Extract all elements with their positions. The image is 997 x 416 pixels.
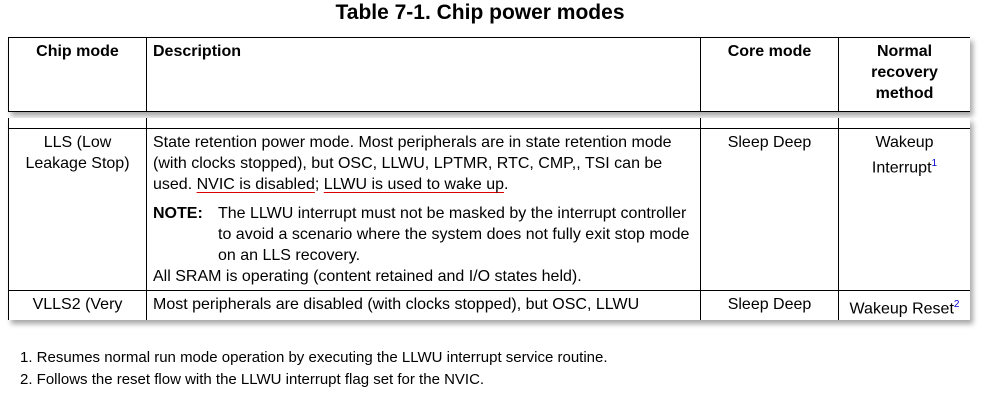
table-row-vlls2: VLLS2 (Very Most peripherals are disable… bbox=[8, 289, 970, 320]
footnote-2: 2. Follows the reset flow with the LLWU … bbox=[20, 371, 485, 388]
header-recovery-method: Normal recovery method bbox=[838, 37, 970, 112]
description-cell: State retention power mode. Most periphe… bbox=[146, 128, 701, 291]
footnote-ref-2[interactable]: 2 bbox=[953, 299, 960, 310]
header-description: Description bbox=[146, 37, 701, 112]
sram-text: All SRAM is operating (content retained … bbox=[153, 268, 582, 285]
chip-mode-cell: LLS (Low Leakage Stop) bbox=[8, 128, 147, 291]
core-mode-cell: Sleep Deep bbox=[700, 289, 839, 320]
table-row-lls: LLS (Low Leakage Stop) State retention p… bbox=[8, 128, 970, 291]
header-chip-mode: Chip mode bbox=[8, 37, 147, 112]
note: NOTE: The LLWU interrupt must not be mask… bbox=[153, 203, 694, 266]
period: . bbox=[504, 176, 509, 193]
nvic-disabled-highlight: NVIC is disabled bbox=[196, 176, 315, 193]
note-label: NOTE: bbox=[153, 205, 203, 222]
table-title: Table 7-1. Chip power modes bbox=[335, 1, 625, 24]
table-body-fragment: LLS (Low Leakage Stop) State retention p… bbox=[8, 118, 970, 320]
recovery-text: Wakeup Reset bbox=[849, 300, 954, 318]
description-text: State retention power mode. Most periphe… bbox=[153, 134, 672, 193]
recovery-cell: Wakeup Interrupt1 bbox=[838, 128, 970, 291]
separator: ; bbox=[314, 176, 324, 193]
description-cell: Most peripherals are disabled (with cloc… bbox=[146, 289, 701, 320]
llwu-wakeup-highlight: LLWU is used to wake up bbox=[323, 176, 504, 193]
table-header-fragment: Chip mode Description Core mode Normal r… bbox=[8, 37, 970, 112]
recovery-text: Wakeup Interrupt bbox=[871, 134, 934, 177]
footnote-ref-1[interactable]: 1 bbox=[931, 158, 938, 169]
header-core-mode: Core mode bbox=[700, 37, 839, 112]
chip-mode-cell: VLLS2 (Very bbox=[8, 289, 147, 320]
core-mode-cell: Sleep Deep bbox=[700, 128, 839, 291]
note-text: The LLWU interrupt must not be masked by… bbox=[218, 205, 690, 264]
recovery-cell: Wakeup Reset2 bbox=[838, 289, 970, 320]
footnote-1: 1. Resumes normal run mode operation by … bbox=[20, 349, 608, 366]
